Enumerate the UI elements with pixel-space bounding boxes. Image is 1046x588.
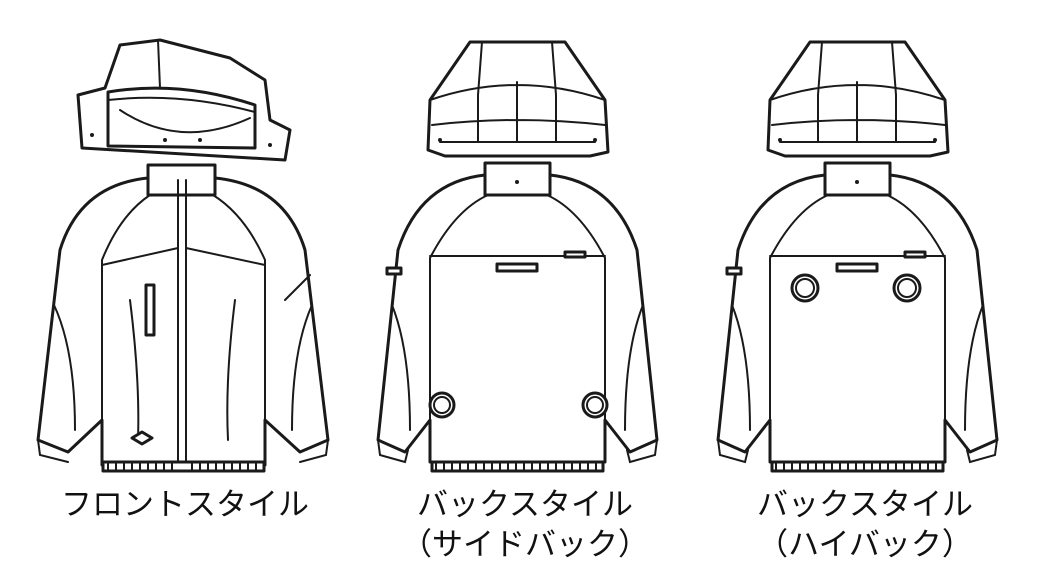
front-style-label: フロントスタイル: [61, 487, 309, 523]
high-back-label: （ハイバック）: [757, 527, 973, 563]
back-style-label: バックスタイル: [416, 487, 634, 523]
side-back-label: （サイドバック）: [401, 527, 649, 563]
back-jacket-high-vent: [716, 40, 999, 473]
back-style-label-2: バックスタイル: [756, 487, 974, 523]
back-jacket-side-vent: [376, 40, 659, 473]
front-jacket: [36, 38, 330, 473]
